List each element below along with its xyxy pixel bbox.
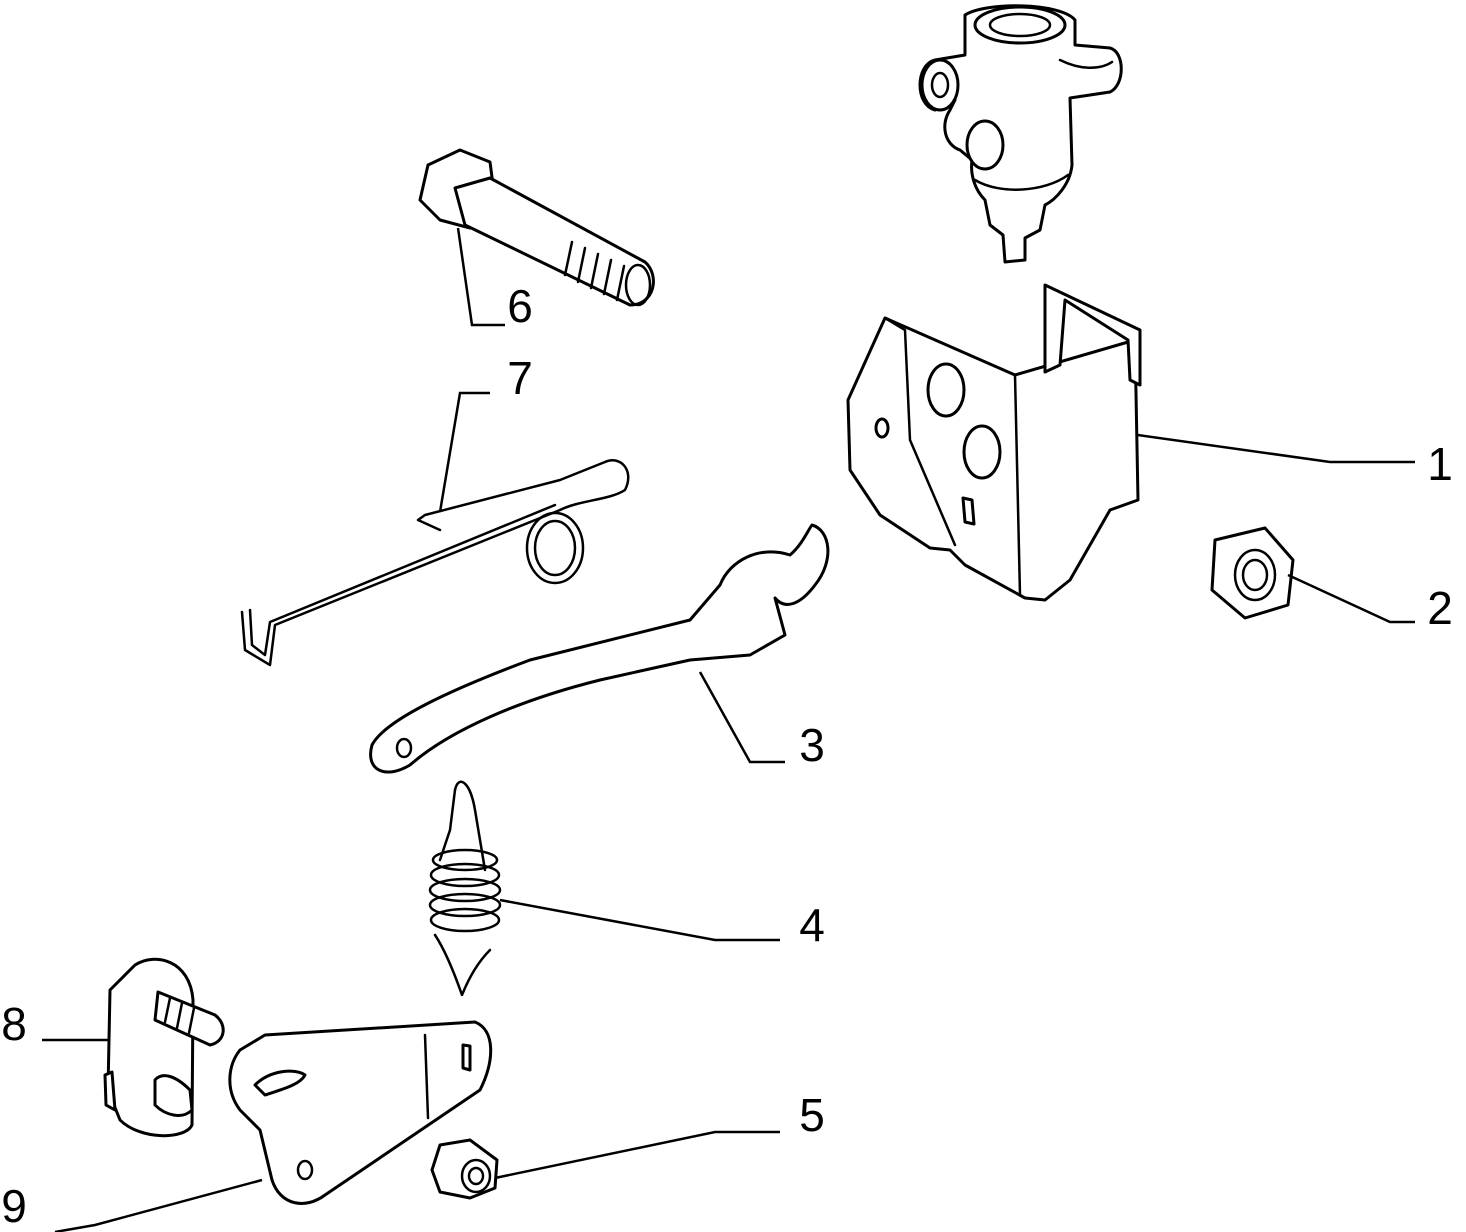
brake-pressure-valve [918,4,1123,264]
callout-labels: 1 2 3 4 5 6 7 8 9 [1,280,1453,1232]
callout-4: 4 [799,899,825,951]
callout-6: 6 [507,280,533,332]
lever-arm [369,523,830,774]
callout-3: 3 [799,719,825,771]
callout-2: 2 [1427,582,1453,634]
callout-5: 5 [799,1089,825,1141]
flange-nut [430,1138,499,1200]
lower-bracket [228,1020,493,1205]
leader-2 [1287,573,1415,624]
leader-4 [499,898,780,942]
callout-7: 7 [507,352,533,404]
leader-3 [698,671,785,764]
leader-7 [438,391,490,513]
leader-9 [54,1178,263,1232]
leader-1 [1137,433,1415,464]
leader-6 [456,227,505,327]
wire-spring-clip [240,459,630,667]
callout-9: 9 [1,1180,27,1232]
callout-8: 8 [1,998,27,1050]
stud-plate [103,957,225,1138]
mounting-bracket [846,283,1142,602]
leader-lines [42,227,1415,1232]
hex-nut [1210,526,1295,620]
coil-spring [428,780,502,997]
leader-5 [494,1130,780,1180]
hex-bolt [418,148,655,307]
callout-1: 1 [1427,438,1453,490]
